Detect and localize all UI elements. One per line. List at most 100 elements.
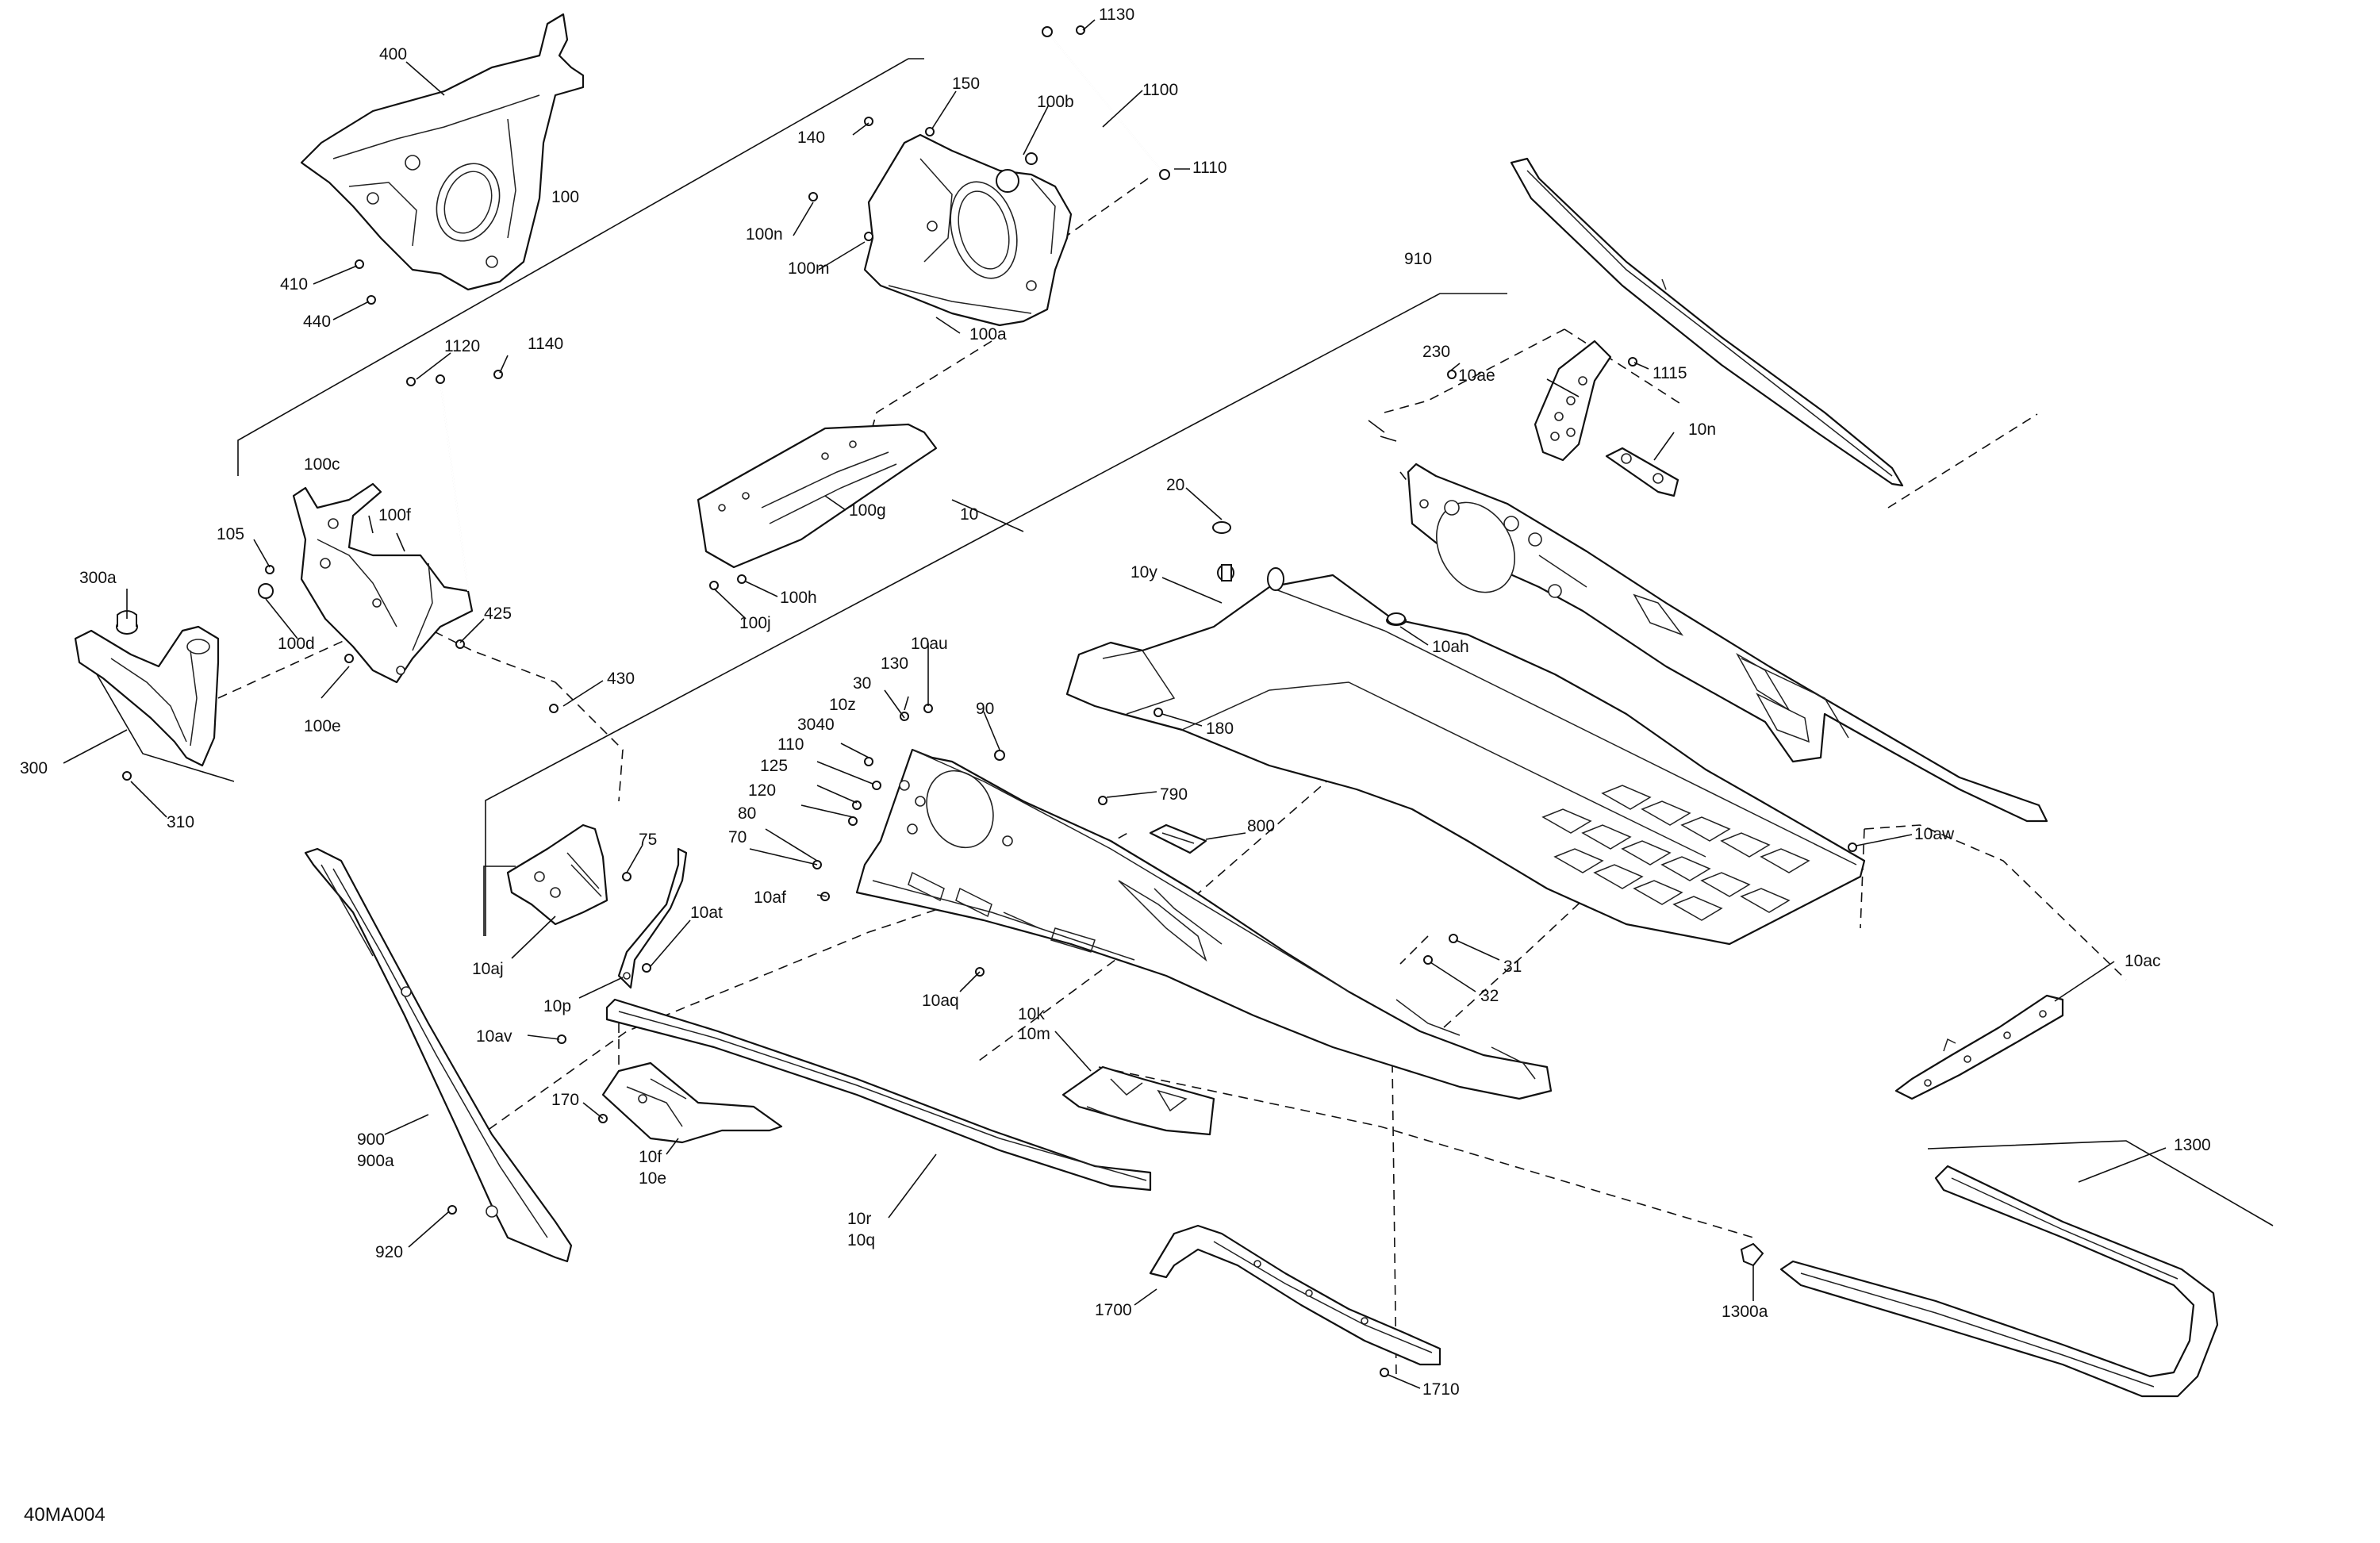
front-frame-400 [300, 13, 585, 291]
callout-10k: 10k [1018, 1005, 1045, 1023]
callout-10: 10 [960, 505, 978, 524]
callout-10p: 10p [543, 997, 571, 1015]
callout-910: 910 [1404, 250, 1432, 268]
callout-110: 110 [777, 735, 804, 754]
bumper-1300 [1740, 1165, 2219, 1398]
rod-1100 [1042, 25, 1170, 180]
callout-1710: 1710 [1422, 1380, 1460, 1399]
callout-100b: 100b [1037, 93, 1074, 111]
dash-31 [1399, 935, 1429, 965]
callout-labels: 400 150 140 100b 1130 1100 1110 100 100n… [20, 6, 2211, 1399]
plate-800 [1149, 823, 1207, 854]
callout-10ae: 10ae [1458, 367, 1495, 385]
callout-10at: 10at [690, 904, 723, 922]
callout-790: 790 [1160, 785, 1188, 804]
rail-900 [304, 847, 573, 1263]
callout-31: 31 [1503, 958, 1522, 976]
callout-440: 440 [303, 313, 331, 331]
callout-80: 80 [738, 804, 756, 823]
callout-10e: 10e [639, 1169, 666, 1188]
callout-100h: 100h [780, 589, 817, 607]
callout-140: 140 [797, 129, 825, 147]
group-10-outline [485, 293, 1507, 936]
callout-900: 900 [357, 1130, 385, 1149]
callout-10m: 10m [1018, 1025, 1050, 1043]
callout-10af: 10af [754, 889, 786, 907]
callout-100f: 100f [378, 506, 411, 524]
chassis-tunnel-10 [1065, 564, 1866, 946]
callout-1100: 1100 [1142, 81, 1178, 99]
callout-10aq: 10aq [922, 992, 959, 1010]
callout-10f: 10f [639, 1148, 662, 1166]
callout-3040: 3040 [797, 716, 835, 734]
side-panel-right [1407, 463, 2048, 823]
steering-support-100c [292, 374, 474, 684]
callout-230: 230 [1422, 343, 1450, 361]
callout-410: 410 [280, 275, 308, 294]
callout-1120: 1120 [444, 337, 480, 355]
dash-10n-b [1564, 328, 1683, 405]
dash-10aw [1864, 824, 2127, 981]
bracket-10f [601, 1061, 783, 1144]
callout-1140: 1140 [528, 335, 563, 353]
bracket-10aj [506, 823, 608, 926]
callout-10ah: 10ah [1432, 638, 1469, 656]
dash-10a [1887, 413, 2038, 509]
leader-lines [63, 19, 2167, 1389]
bracket-300 [74, 610, 220, 767]
callout-800: 800 [1247, 817, 1275, 835]
callout-100: 100 [551, 188, 579, 206]
callout-70: 70 [728, 828, 747, 846]
callout-100e: 100e [304, 717, 341, 735]
callout-170: 170 [551, 1091, 579, 1109]
callout-1115: 1115 [1653, 364, 1687, 382]
callout-10aw: 10aw [1914, 825, 1955, 843]
upper-frame-100a [863, 133, 1073, 327]
callout-10y: 10y [1130, 563, 1157, 582]
group-100-outline [237, 58, 924, 476]
group-1300-outline [1927, 1140, 2274, 1226]
rail-10r [605, 998, 1152, 1192]
dash-100-frame [868, 340, 992, 441]
arm-10p [617, 847, 688, 989]
callout-425: 425 [484, 605, 512, 623]
drawing-reference: 40MA004 [24, 1504, 106, 1526]
callout-10aj: 10aj [472, 960, 504, 978]
callout-32: 32 [1480, 987, 1499, 1005]
callout-20: 20 [1166, 476, 1184, 494]
callout-100d: 100d [278, 635, 315, 653]
dash-10n [1384, 328, 1565, 413]
dash-1710 [1392, 1062, 1397, 1377]
callout-310: 310 [167, 813, 194, 831]
callout-920: 920 [375, 1243, 403, 1261]
callout-10q: 10q [847, 1231, 875, 1249]
callout-30: 30 [853, 674, 871, 693]
dash-430 [217, 614, 556, 699]
callout-300: 300 [20, 759, 48, 777]
callout-100a: 100a [969, 325, 1007, 344]
support-100g [697, 423, 938, 569]
bracket-10ae [1534, 340, 1612, 462]
callout-125: 125 [760, 757, 788, 775]
callout-120: 120 [748, 781, 776, 800]
rail-10ac [1894, 994, 2064, 1100]
group-10aj-outline [483, 866, 516, 936]
callout-1300a: 1300a [1722, 1303, 1768, 1321]
side-panel-left [855, 748, 1553, 1100]
callout-180: 180 [1206, 720, 1234, 738]
rail-910 [1510, 157, 1904, 487]
dash-10aw-b [1860, 828, 1865, 929]
clip-10n [1605, 447, 1679, 497]
callout-150: 150 [952, 75, 980, 93]
callout-400: 400 [379, 45, 407, 63]
callout-90: 90 [976, 700, 994, 718]
dash-1300a [1098, 1066, 1754, 1238]
callout-10r: 10r [847, 1210, 871, 1228]
rail-1700 [1149, 1224, 1441, 1366]
callout-1700: 1700 [1095, 1301, 1132, 1319]
group-300-outline [79, 643, 235, 782]
callout-10av: 10av [476, 1027, 512, 1046]
callout-430: 430 [607, 670, 635, 688]
callout-10z: 10z [829, 696, 856, 714]
